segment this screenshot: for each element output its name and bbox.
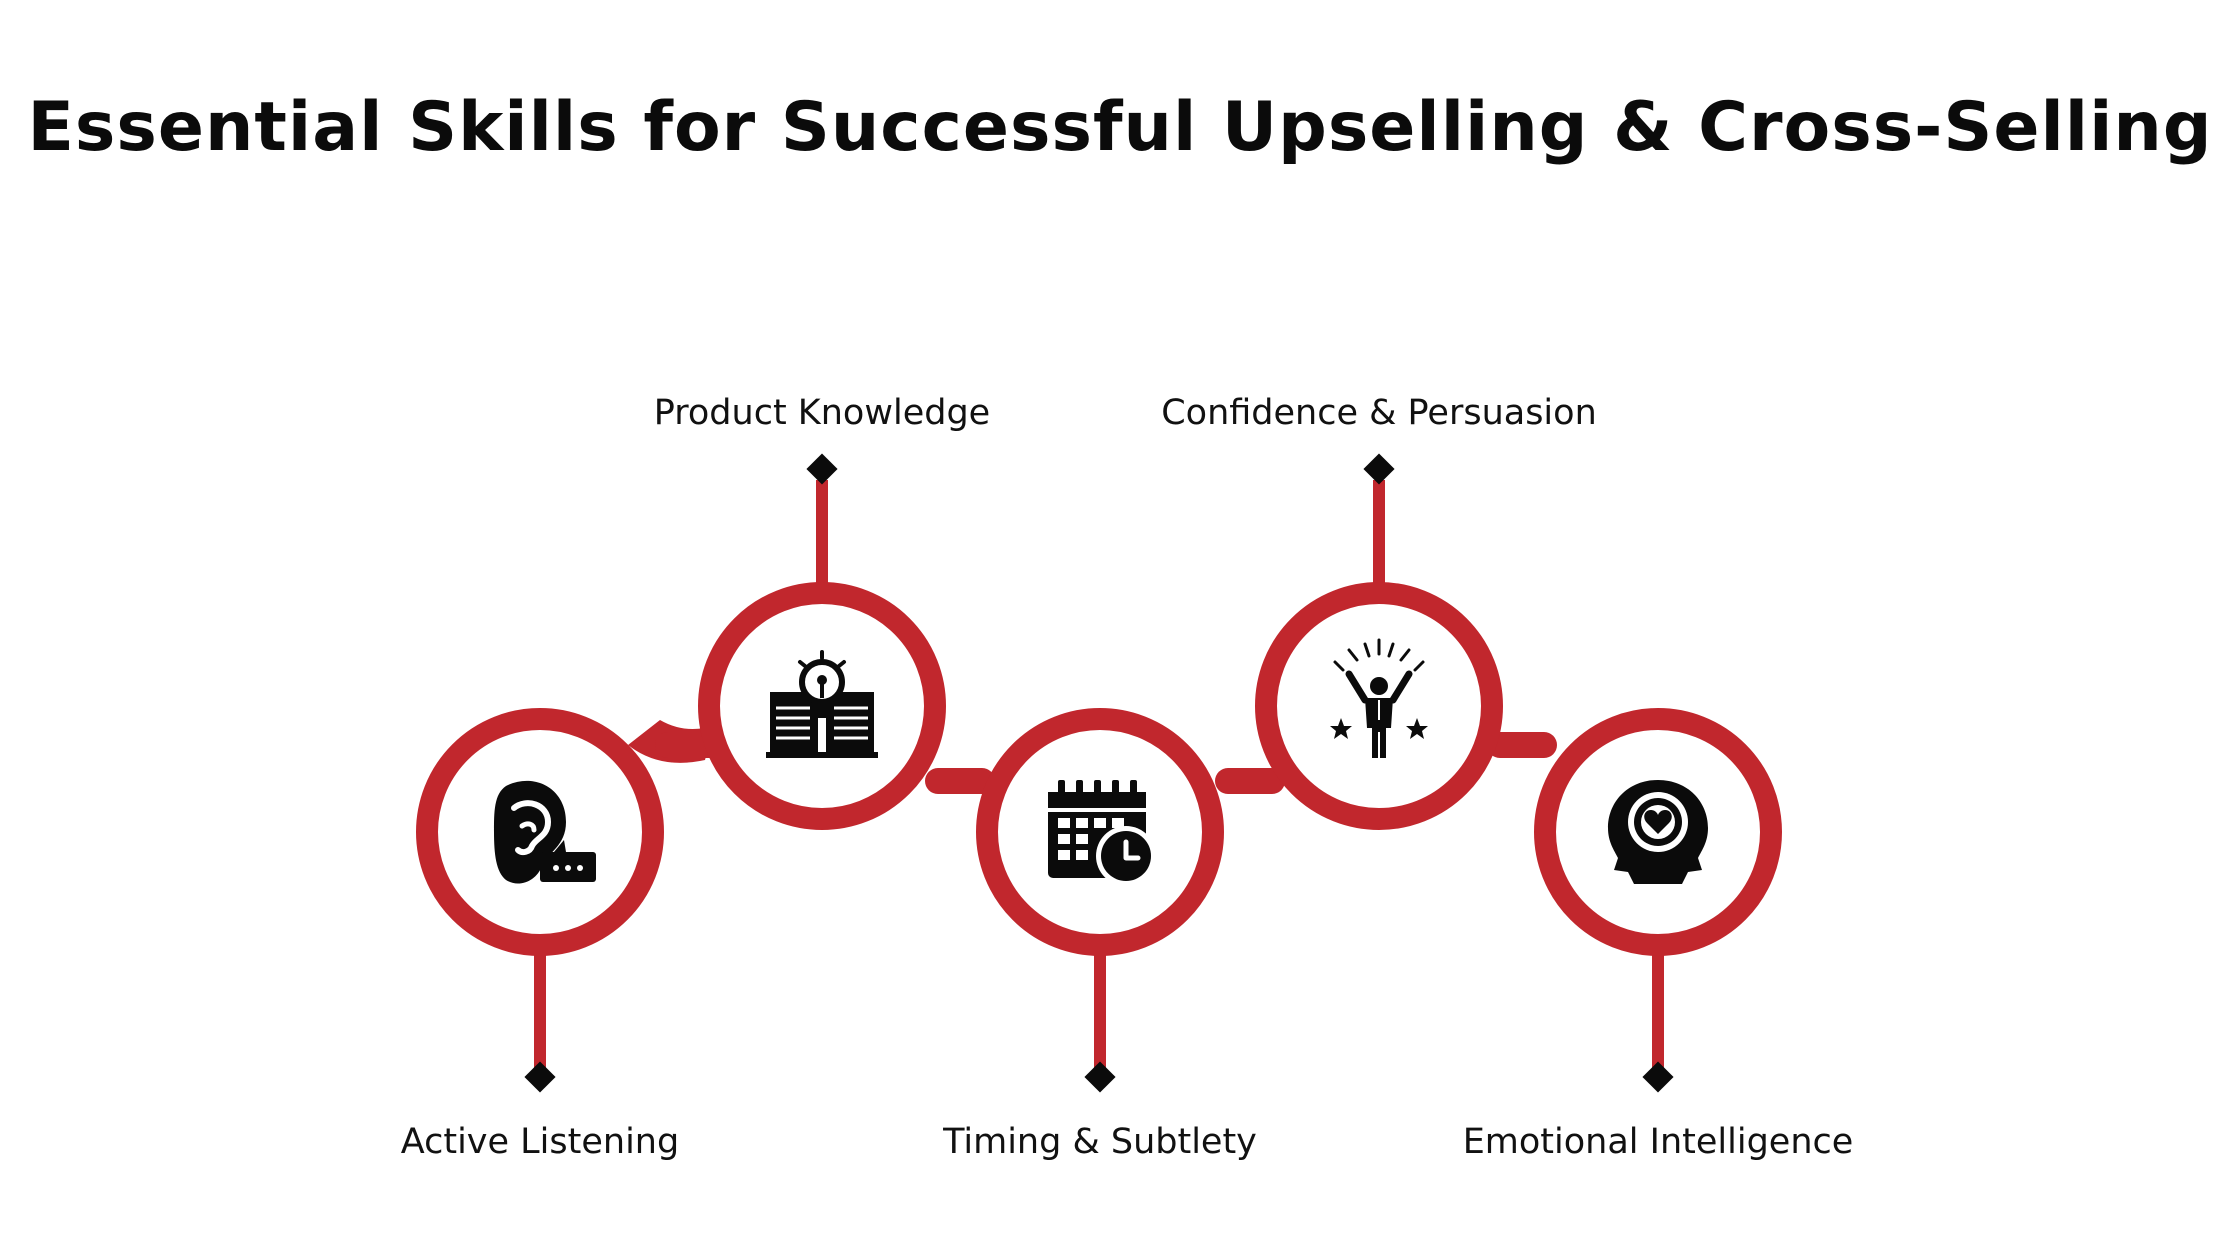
skill-label-confidence-persuasion: Confidence & Persuasion	[1161, 393, 1597, 433]
stem-active-listening	[534, 952, 546, 1076]
stem-emotional-intelligence	[1652, 952, 1664, 1076]
celebrating-person-icon	[1330, 638, 1428, 758]
rings	[416, 582, 1782, 956]
diamond-marker	[806, 453, 838, 485]
book-lightbulb-icon	[766, 650, 878, 758]
diamond-marker	[1084, 1061, 1116, 1093]
page-title: Essential Skills for Successful Upsellin…	[27, 88, 2213, 167]
head-heart-icon	[1608, 780, 1708, 884]
skill-label-active-listening: Active Listening	[400, 1122, 680, 1162]
skill-label-emotional-intelligence: Emotional Intelligence	[1462, 1122, 1854, 1162]
calendar-clock-icon	[1048, 780, 1156, 886]
connector-3-4	[1215, 768, 1285, 794]
stem-product-knowledge	[816, 480, 828, 598]
connector-4-5	[1487, 732, 1557, 758]
connector-2-3	[925, 768, 995, 794]
stem-timing-subtlety	[1094, 952, 1106, 1076]
skill-label-product-knowledge: Product Knowledge	[653, 393, 991, 433]
diamond-marker	[1363, 453, 1395, 485]
diamond-marker	[524, 1061, 556, 1093]
stem-confidence-persuasion	[1373, 480, 1385, 598]
skill-label-timing-subtlety: Timing & Subtlety	[943, 1122, 1257, 1162]
ear-speech-icon	[494, 780, 596, 884]
diamond-marker	[1642, 1061, 1674, 1093]
stems	[534, 480, 1664, 1076]
